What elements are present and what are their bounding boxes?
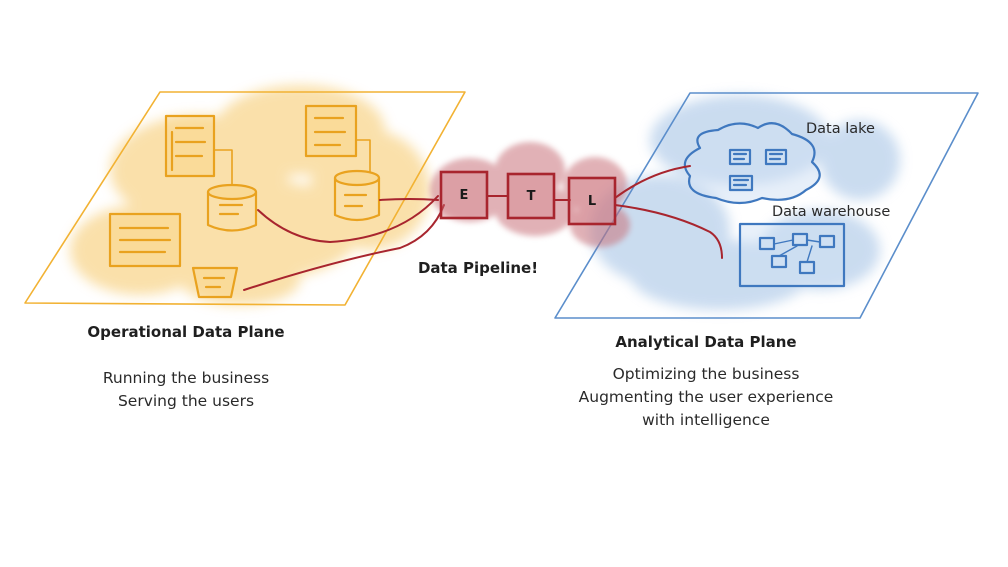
etl-stage-e: E (439, 170, 489, 220)
operational-plane (24, 85, 466, 306)
pipeline-input-line (379, 198, 439, 201)
operational-line: Serving the users (117, 392, 255, 410)
internal-connector (213, 149, 233, 186)
operational-title: Operational Data Plane (87, 323, 285, 341)
pipeline-output-line (614, 165, 691, 199)
analytical-caption: Analytical Data Plane Optimizing the bus… (556, 333, 856, 432)
etl-stage-l-label: L (588, 194, 596, 209)
internal-connector (355, 139, 371, 173)
document-icon (164, 114, 216, 178)
pipeline-title: Data Pipeline! (417, 259, 539, 277)
operational-caption: Operational Data Plane Running the busin… (56, 323, 316, 413)
operational-plane-outline (24, 91, 466, 306)
operational-line: Running the business (102, 369, 270, 387)
analytical-line: Augmenting the user experience (578, 388, 834, 406)
analytical-line: Optimizing the business (612, 365, 800, 383)
database-icon (206, 183, 258, 232)
database-icon (333, 169, 381, 222)
data-warehouse-label: Data warehouse (772, 204, 891, 220)
etl-stage-e-label: E (460, 188, 469, 203)
document-icon (304, 104, 358, 158)
pipeline-output-line (614, 204, 723, 259)
document-icon (108, 212, 182, 268)
data-warehouse-icon (738, 222, 846, 288)
pipeline-input-line (257, 195, 439, 243)
analytical-title: Analytical Data Plane (615, 333, 797, 351)
analytical-plane (554, 92, 979, 319)
data-lake-label: Data lake (806, 121, 875, 137)
etl-pipeline: E T L (243, 142, 723, 291)
data-lake-icon (683, 122, 821, 205)
database-icon (191, 266, 239, 299)
analytical-line: with intelligence (642, 411, 770, 429)
etl-stage-t-label: T (527, 189, 536, 204)
etl-stage-t: T (506, 172, 556, 220)
pipeline-input-line (243, 204, 445, 291)
etl-stage-l: L (567, 176, 617, 226)
